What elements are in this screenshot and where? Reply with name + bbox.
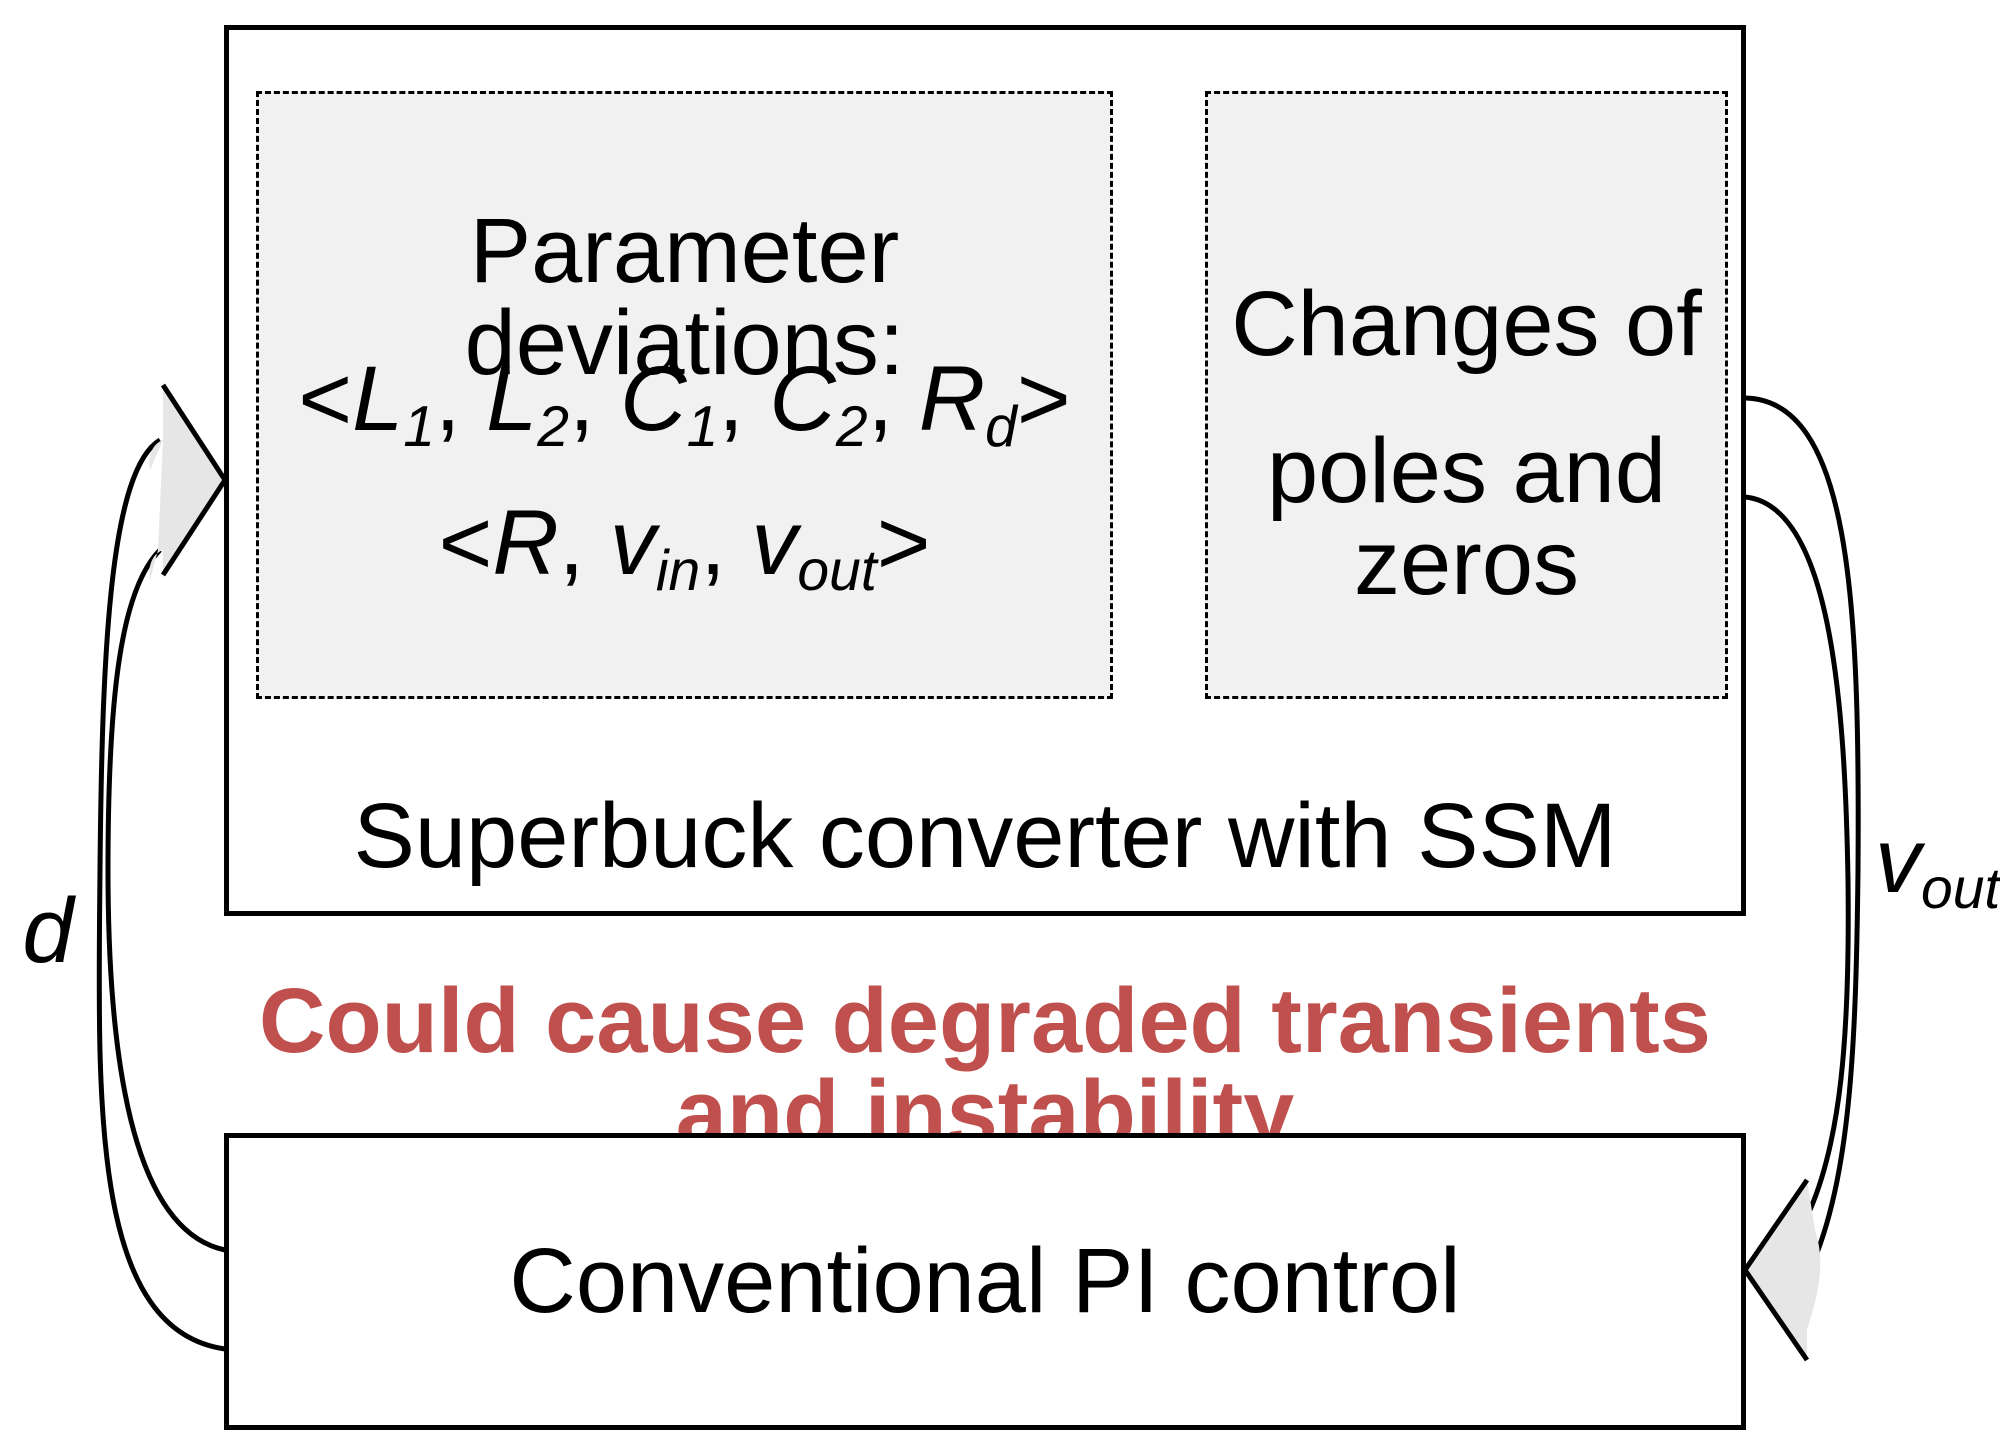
parameter-set-r-vin-vout: <R, vin, vout>	[438, 492, 931, 603]
superbuck-converter-label: Superbuck converter with SSM	[353, 785, 1617, 887]
d-signal-curve-outer	[96, 437, 226, 1352]
poles-and-zeros-label: poles and zeros	[1267, 420, 1666, 614]
pi-controller-block	[224, 1133, 1746, 1430]
parameter-deviations-title: Parameter deviations:	[464, 200, 905, 394]
vout-arrow-head	[1745, 1180, 1821, 1360]
vout-signal-label: vout	[1875, 810, 2000, 921]
vout-signal-curve-inner	[1744, 494, 1851, 1211]
d-signal-label: d	[22, 880, 74, 982]
d-signal-curve-inner	[105, 548, 226, 1253]
parameter-set-l-c-r: <L1, L2, C1, C2, Rd>	[298, 348, 1071, 459]
parameter-deviations-box	[256, 91, 1113, 699]
instability-warning: Could cause degraded transients and inst…	[259, 970, 1711, 1164]
poles-zeros-box	[1205, 91, 1728, 699]
pi-controller-label: Conventional PI control	[509, 1230, 1461, 1332]
d-arrow-head	[149, 385, 225, 580]
changes-of-label: Changes of	[1231, 273, 1702, 375]
vout-signal-curve-outer	[1744, 395, 1861, 1272]
